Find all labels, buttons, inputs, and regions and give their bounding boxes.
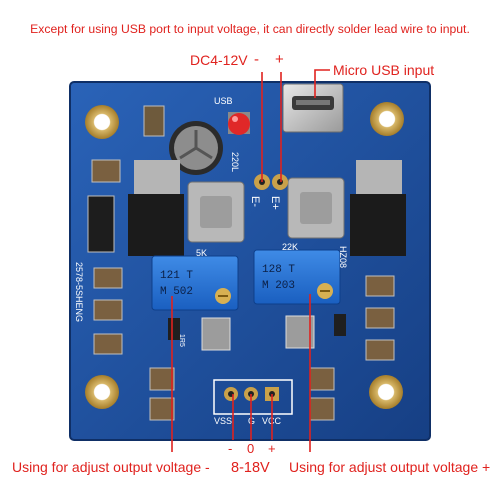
output-plus-label: +	[268, 441, 276, 456]
output-range-label: 8-18V	[231, 460, 270, 476]
red-led	[228, 112, 250, 135]
regulator-left	[128, 160, 184, 256]
silk-ep: E+	[269, 196, 281, 210]
micro-usb-label: Micro USB input	[333, 62, 435, 78]
mounting-hole-bottom-right	[369, 375, 403, 409]
dc-plus-label: +	[275, 51, 284, 68]
silk-5k: 5K	[196, 248, 207, 258]
potentiometer-right	[253, 249, 341, 305]
silk-usb: USB	[214, 96, 233, 106]
pot-right-line-b: M 203	[262, 280, 295, 292]
inductor-right	[287, 177, 345, 239]
output-header-outline	[213, 379, 293, 415]
adjust-positive-label: Using for adjust output voltage +	[289, 459, 491, 475]
pot-left-line-a: 121 T	[160, 270, 193, 282]
silk-em: E-	[249, 196, 261, 207]
pointer-lines	[171, 69, 330, 452]
adjust-negative-label: Using for adjust output voltage -	[12, 459, 210, 475]
mounting-hole-top-right	[370, 102, 404, 136]
smd-components	[87, 105, 395, 421]
inductor-left	[187, 181, 245, 243]
mounting-hole-bottom-left	[85, 375, 119, 409]
mounting-hole-top-left	[85, 105, 119, 139]
potentiometer-left	[151, 255, 239, 311]
pot-left-line-b: M 502	[160, 286, 193, 298]
silk-hz: HZ08	[338, 246, 348, 268]
micro-usb-connector	[282, 83, 344, 133]
silk-22k: 22K	[282, 242, 298, 252]
top-note: Except for using USB port to input volta…	[30, 22, 470, 36]
silk-res: 1R5	[178, 334, 185, 347]
pot-right-line-a: 128 T	[262, 264, 295, 276]
silk-vss: VSS	[214, 416, 232, 426]
dc-input-label: DC4-12V	[190, 52, 248, 68]
electrolytic-capacitor	[169, 121, 223, 175]
dc-minus-label: -	[254, 51, 259, 68]
output-pad-vss	[224, 387, 238, 401]
output-minus-label: -	[228, 441, 233, 456]
input-pad-positive	[272, 174, 288, 190]
output-zero-label: 0	[247, 441, 255, 456]
silk-brand: 2578-5SHENG	[74, 262, 84, 322]
regulator-right	[350, 160, 406, 256]
silk-220: 220L	[230, 152, 240, 172]
